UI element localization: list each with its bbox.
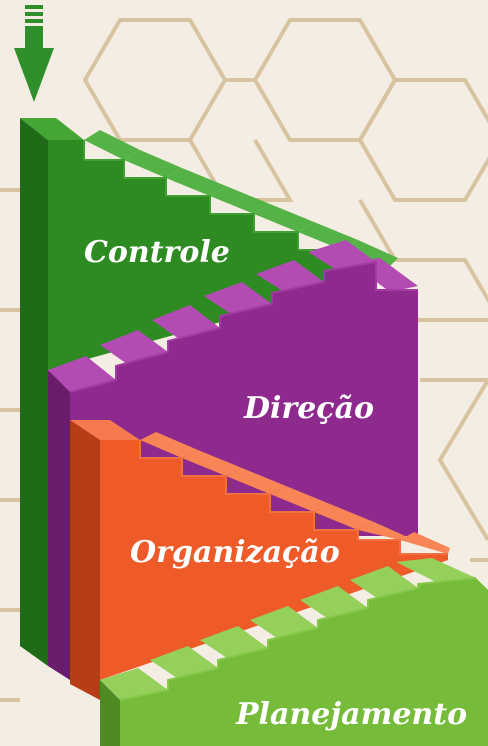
- label-planejamento: Planejamento: [235, 697, 467, 732]
- step-block-organizacao: [70, 420, 450, 700]
- label-organizacao: Organização: [130, 535, 340, 570]
- label-direcao: Direção: [243, 391, 374, 426]
- down-arrow-icon: [14, 5, 54, 102]
- step-block-planejamento: [100, 558, 488, 746]
- label-controle: Controle: [84, 235, 230, 270]
